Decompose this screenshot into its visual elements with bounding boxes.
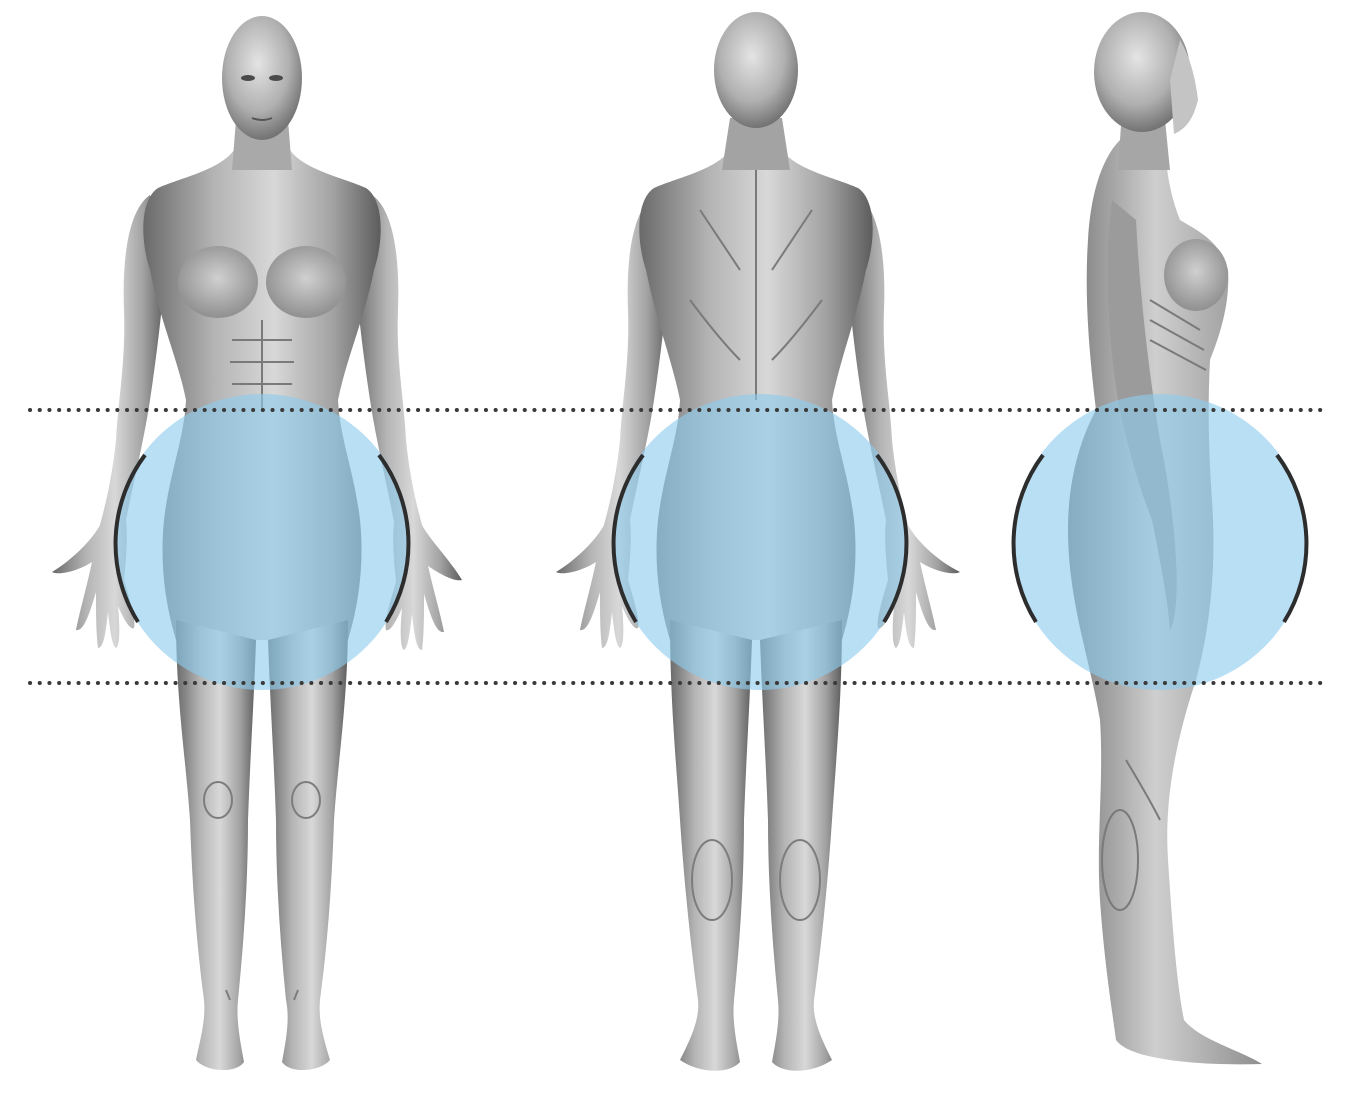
front-right-eye <box>269 75 283 81</box>
side-breast <box>1164 239 1228 311</box>
hip-highlight-circles <box>114 394 1308 690</box>
front-hip-highlight <box>114 394 410 690</box>
side-hip-highlight <box>1012 394 1308 690</box>
front-right-breast <box>266 246 346 318</box>
back-head <box>714 12 798 128</box>
front-left-breast <box>178 246 258 318</box>
front-head <box>222 16 302 140</box>
back-hip-highlight <box>612 394 908 690</box>
front-left-eye <box>241 75 255 81</box>
